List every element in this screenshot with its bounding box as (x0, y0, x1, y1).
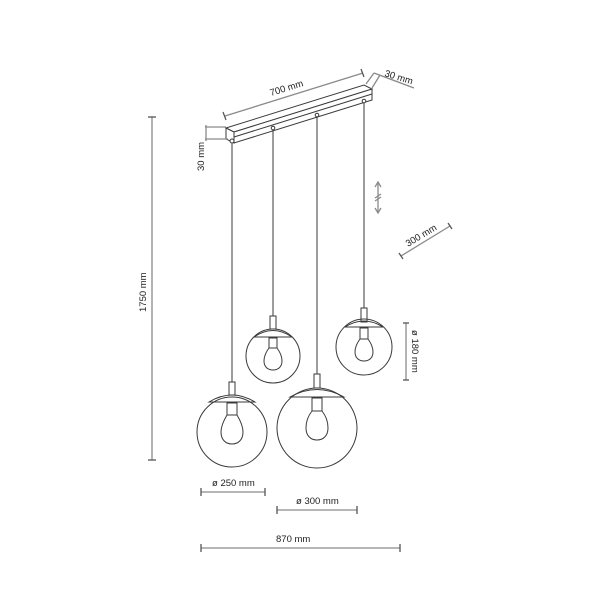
label-700mm: 700 mm (269, 78, 305, 99)
globe-small-center-left (245, 315, 301, 384)
label-1750mm: 1750 mm (138, 272, 149, 312)
label-d180mm: ø 180 mm (409, 330, 420, 373)
dimension-adjustable: 300 mm (398, 222, 453, 260)
label-30mm-height: 30 mm (196, 142, 207, 171)
suspension-cables (231, 103, 365, 382)
dimension-total-width: 870 mm (200, 534, 401, 552)
globe-large-center (276, 373, 358, 469)
globe-small-right (335, 307, 393, 376)
label-870mm: 870 mm (276, 534, 310, 545)
ceiling-bar (224, 84, 374, 144)
globe-medium-left (196, 381, 268, 468)
dimension-large-globe: ø 300 mm (276, 496, 358, 514)
dimension-total-height: 1750 mm (138, 116, 156, 461)
dimension-bar-depth: 30 mm (365, 68, 415, 89)
dimension-small-globe: ø 180 mm (403, 322, 420, 381)
label-d300mm: ø 300 mm (296, 496, 339, 507)
label-30mm-depth: 30 mm (383, 68, 414, 87)
dimension-medium-globe: ø 250 mm (200, 478, 266, 496)
label-d250mm: ø 250 mm (212, 478, 255, 489)
dimension-bar-height: 30 mm (196, 125, 228, 171)
height-adjust-arrow-icon (374, 180, 382, 215)
